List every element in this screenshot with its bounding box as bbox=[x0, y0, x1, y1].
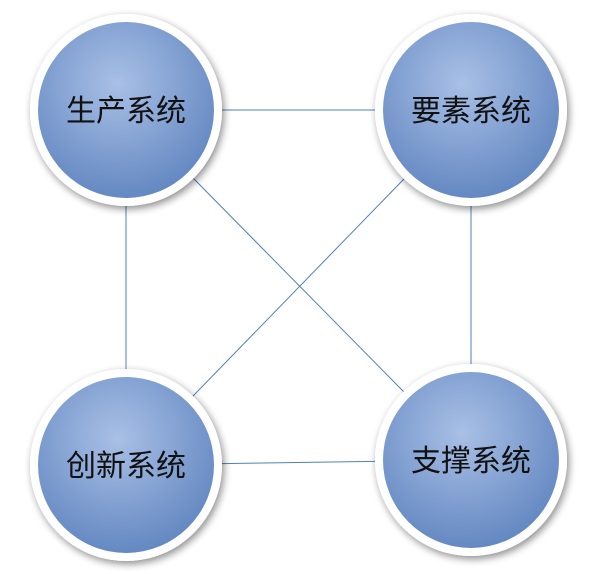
node-production-fill bbox=[38, 22, 214, 198]
node-support-system: 支撑系统 bbox=[375, 364, 567, 556]
edge-innovation-support bbox=[221, 460, 376, 465]
connection-lines bbox=[125, 109, 472, 465]
node-production-label: 生产系统 bbox=[66, 94, 186, 129]
node-elements-system: 要素系统 bbox=[375, 14, 567, 206]
node-innovation-label: 创新系统 bbox=[66, 449, 186, 484]
node-innovation-fill bbox=[38, 377, 214, 553]
node-innovation-system: 创新系统 bbox=[30, 369, 222, 561]
edge-elements-innovation bbox=[192, 178, 405, 397]
node-elements-fill bbox=[383, 22, 559, 198]
node-elements-label: 要素系统 bbox=[411, 94, 531, 129]
node-support-fill bbox=[383, 372, 559, 548]
edge-production-support bbox=[193, 178, 404, 392]
node-production-system: 生产系统 bbox=[30, 14, 222, 206]
node-support-label: 支撑系统 bbox=[411, 444, 531, 479]
